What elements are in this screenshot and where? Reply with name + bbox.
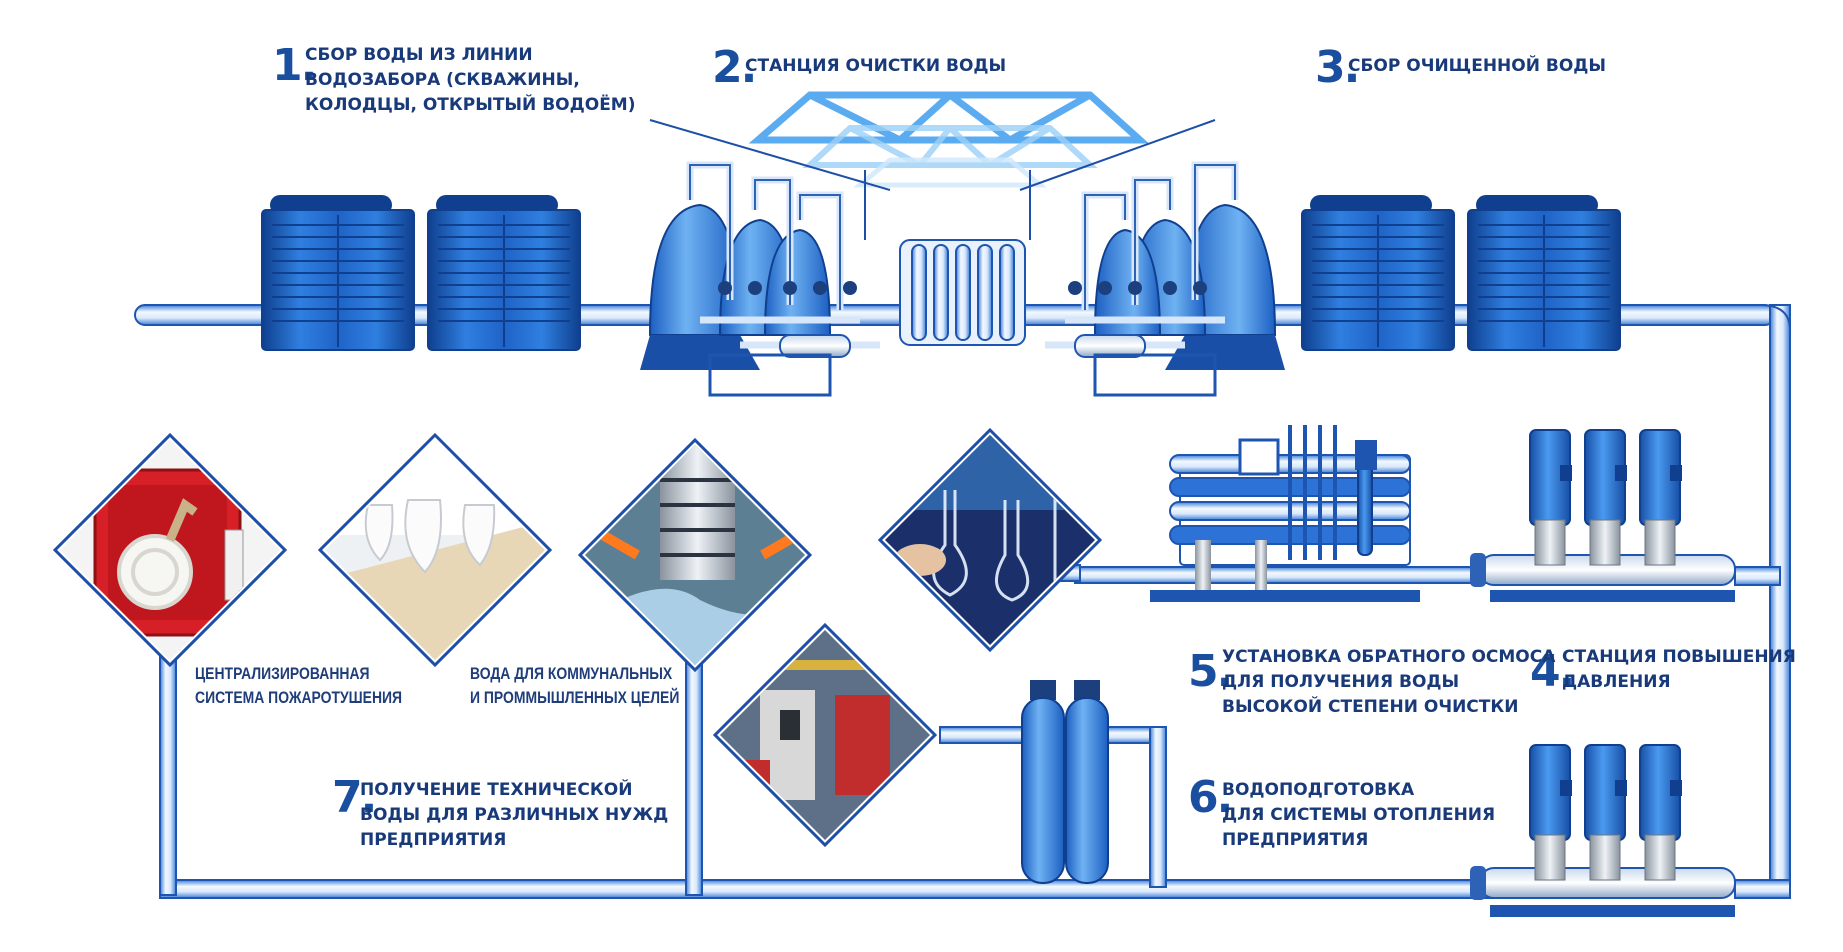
control-panel-icon [1238,438,1280,476]
step-2-number: 2. [712,42,757,93]
reverse-osmosis-unit [1150,425,1420,602]
step-4-number: 4. [1530,646,1575,697]
lab-flask-icon [877,427,1103,653]
treatment-station [640,91,1285,397]
step-6-text: ВОДОПОДГОТОВКА ДЛЯ СИСТЕМЫ ОТОПЛЕНИЯ ПРЕ… [1222,780,1496,850]
booster-pump-station-bottom [1470,744,1736,917]
urinal-row-icon [317,432,553,668]
filter-bank-left [640,161,880,397]
step-7-text: ПОЛУЧЕНИЕ ТЕХНИЧЕСКОЙ ВОДЫ ДЛЯ РАЗЛИЧНЫХ… [360,780,669,850]
step-1-number: 1. [272,40,317,91]
communal-caption: ВОДА ДЛЯ КОММУНАЛЬНЫХ И ПРОММЫШЛЕННЫХ ЦЕ… [470,664,680,707]
cnc-machine-icon [577,437,813,673]
step-3-number: 3. [1315,42,1360,93]
filter-bank-right [1045,161,1285,397]
central-manifold [899,239,1026,346]
booster-pump-station-top [1470,429,1736,602]
right-riser-pipe [1769,304,1791,896]
fire-branch-pipe [159,649,177,896]
step-5-text: УСТАНОВКА ОБРАТНОГО ОСМОСА ДЛЯ ПОЛУЧЕНИЯ… [1222,647,1556,717]
communal-branch-pipe [685,649,703,896]
fire-hose-cabinet-icon [52,432,288,668]
step-3-text: СБОР ОЧИЩЕННОЙ ВОДЫ [1348,56,1607,76]
step-1-text: СБОР ВОДЫ ИЗ ЛИНИИ ВОДОЗАБОРА (СКВАЖИНЫ,… [305,45,636,115]
raw-water-tanks [261,195,581,351]
step-6-number: 6. [1188,772,1233,823]
ro-feed-pipe [1074,566,1496,584]
clean-water-tanks [1301,195,1621,351]
bottom-distribution-pipe [159,879,1521,899]
step-2-text: СТАНЦИЯ ОЧИСТКИ ВОДЫ [745,56,1007,76]
softener-filters [1021,680,1109,884]
step-5-number: 5. [1188,646,1233,697]
step-7-number: 7. [332,772,377,823]
boiler-room-icon [712,622,938,848]
step-4-text: СТАНЦИЯ ПОВЫШЕНИЯ ДАВЛЕНИЯ [1562,647,1796,692]
fire-caption: ЦЕНТРАЛИЗИРОВАННАЯ СИСТЕМА ПОЖАРОТУШЕНИЯ [195,664,403,707]
truss-roof [748,91,1150,144]
